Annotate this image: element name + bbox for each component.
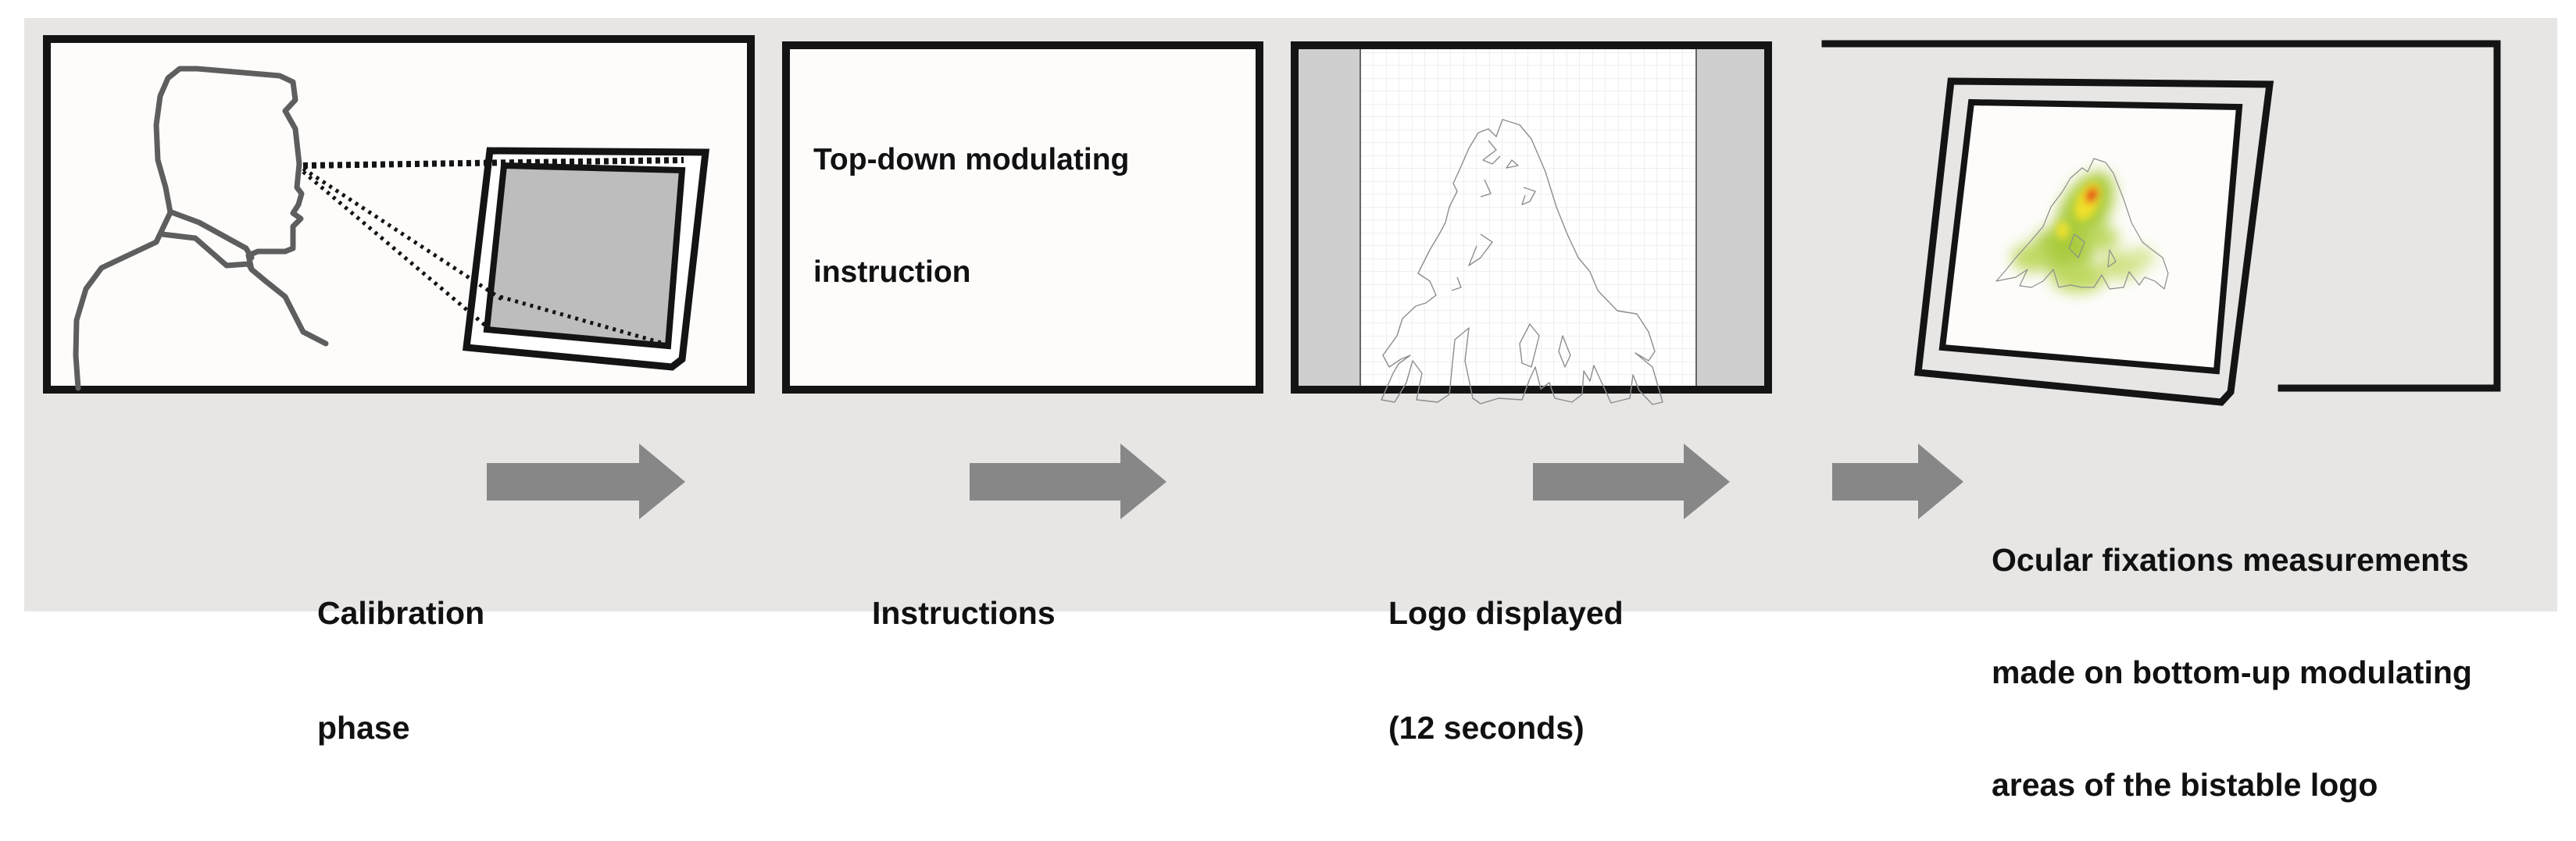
instruction-screen-text-line-1: Top-down modulating <box>813 143 1130 176</box>
instruction-screen-text: Top-down modulating instruction <box>813 66 1129 329</box>
caption-instructions: Instructions <box>872 518 1056 671</box>
fixation-mountain-outline-icon <box>1995 158 2169 290</box>
arrow-right-icon <box>1832 444 1963 519</box>
caption-fixations-line-3: areas of the bistable logo <box>1992 767 2378 803</box>
caption-calibration: Calibration phase <box>317 518 484 786</box>
flow-arrows <box>487 444 1963 519</box>
arrow-right-icon <box>487 444 685 519</box>
instruction-screen-text-line-2: instruction <box>813 255 971 289</box>
caption-fixations-line-2: made on bottom-up modulating <box>1992 654 2472 690</box>
mountain-logo-icon <box>1381 119 1663 405</box>
caption-instructions-line-1: Instructions <box>872 595 1056 631</box>
caption-logo-line-2: (12 seconds) <box>1388 710 1585 746</box>
instructions-panel <box>782 41 1263 394</box>
arrow-right-icon <box>1533 444 1730 519</box>
caption-calibration-line-1: Calibration <box>317 595 485 631</box>
caption-calibration-line-2: phase <box>317 710 410 746</box>
caption-fixations: Ocular fixations measurements made on bo… <box>1992 466 2472 841</box>
person-silhouette-icon <box>73 66 329 391</box>
fixations-open-frame <box>1821 40 2501 392</box>
caption-fixations-line-1: Ocular fixations measurements <box>1992 542 2469 578</box>
caption-logo-displayed: Logo displayed (12 seconds) <box>1388 518 1624 786</box>
gaze-lines <box>302 157 684 346</box>
logo-illustration <box>1359 49 1697 405</box>
caption-logo-line-1: Logo displayed <box>1388 595 1624 631</box>
fixations-illustration <box>1821 40 2501 406</box>
arrow-right-icon <box>970 444 1167 519</box>
calibration-illustration <box>73 66 710 391</box>
